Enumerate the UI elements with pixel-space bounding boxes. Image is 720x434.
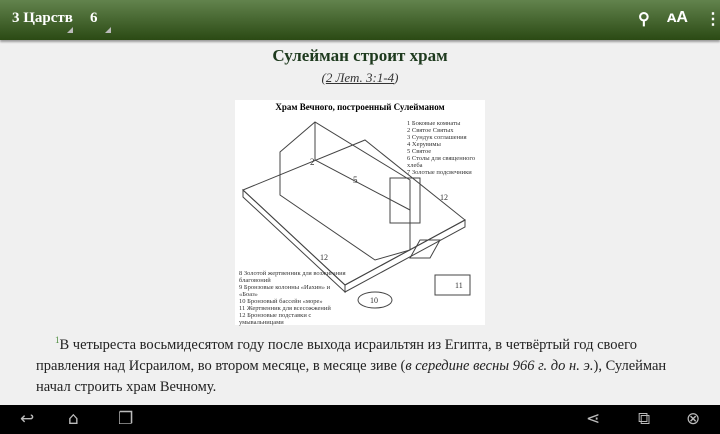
temple-drawing: 2 5 10 11 12 12 bbox=[242, 121, 471, 309]
verse-paragraph: 1В четыреста восьмидесятом году после вы… bbox=[36, 335, 667, 395]
legend-item: 8 Золотой жертвенник для возжигания благ… bbox=[239, 270, 346, 284]
legend-item: 9 Бронзовые колонны «Иахин» и «Боаз» bbox=[239, 284, 331, 298]
svg-text:12: 12 bbox=[440, 193, 448, 202]
legend-item: 11 Жертвенник для всесожжений bbox=[239, 305, 331, 312]
svg-text:10: 10 bbox=[370, 296, 378, 305]
temple-illustration[interactable]: Храм Вечного, построенный Сулейманом 2 5… bbox=[235, 100, 485, 326]
dropdown-indicator-icon bbox=[67, 27, 73, 33]
back-icon[interactable]: ↩ bbox=[20, 409, 35, 429]
overflow-menu-icon[interactable]: ⋮ bbox=[705, 11, 720, 28]
dropdown-indicator-icon bbox=[105, 27, 111, 33]
legend-item: 5 Святое bbox=[407, 148, 432, 155]
window-icon[interactable]: ⧉ bbox=[638, 409, 651, 429]
svg-text:11: 11 bbox=[455, 281, 463, 290]
system-nav-bar: ↩ ⌂ ❐ ⋖ ⧉ ⊗ bbox=[0, 405, 720, 434]
font-size-icon[interactable]: ᴀA bbox=[667, 9, 688, 26]
share-icon[interactable]: ⋖ bbox=[586, 409, 601, 429]
cross-reference-link[interactable]: 2 Лет. 3:1-4 bbox=[325, 70, 395, 85]
chapter-selector[interactable]: 6 bbox=[90, 10, 98, 26]
legend-item: 2 Святое Святых bbox=[407, 127, 454, 134]
svg-text:12: 12 bbox=[320, 253, 328, 262]
figure-title: Храм Вечного, построенный Сулейманом bbox=[275, 102, 445, 112]
legend-item: 4 Херувимы bbox=[407, 141, 441, 148]
svg-text:2: 2 bbox=[310, 157, 315, 167]
toolbar: 3 Царств 6 ⚲ ᴀA ⋮ bbox=[0, 0, 720, 40]
legend-item: 3 Сундук соглашения bbox=[407, 134, 467, 141]
legend-item: 6 Столы для священного хлеба bbox=[407, 155, 476, 169]
legend-item: 7 Золотые подсвечники bbox=[407, 169, 472, 176]
legend-item: 12 Бронзовые подставки с умывальницами bbox=[239, 312, 312, 326]
book-selector[interactable]: 3 Царств bbox=[12, 10, 73, 26]
recent-apps-icon[interactable]: ❐ bbox=[118, 409, 134, 429]
cross-reference: (2 Лет. 3:1-4) bbox=[321, 70, 399, 85]
svg-text:5: 5 bbox=[353, 175, 358, 185]
search-icon[interactable]: ⚲ bbox=[638, 11, 650, 28]
home-icon[interactable]: ⌂ bbox=[68, 409, 79, 429]
legend-bottom: 8 Золотой жертвенник для возжигания благ… bbox=[239, 270, 347, 326]
legend-item: 10 Бронзовый бассейн «море» bbox=[239, 298, 323, 305]
verse-number[interactable]: 1 bbox=[55, 335, 60, 345]
close-icon[interactable]: ⊗ bbox=[686, 409, 701, 429]
legend-top: 1 Боковые комнаты 2 Святое Святых 3 Сунд… bbox=[407, 120, 485, 176]
section-title: Сулейман строит храм bbox=[272, 46, 448, 65]
legend-item: 1 Боковые комнаты bbox=[407, 120, 461, 127]
